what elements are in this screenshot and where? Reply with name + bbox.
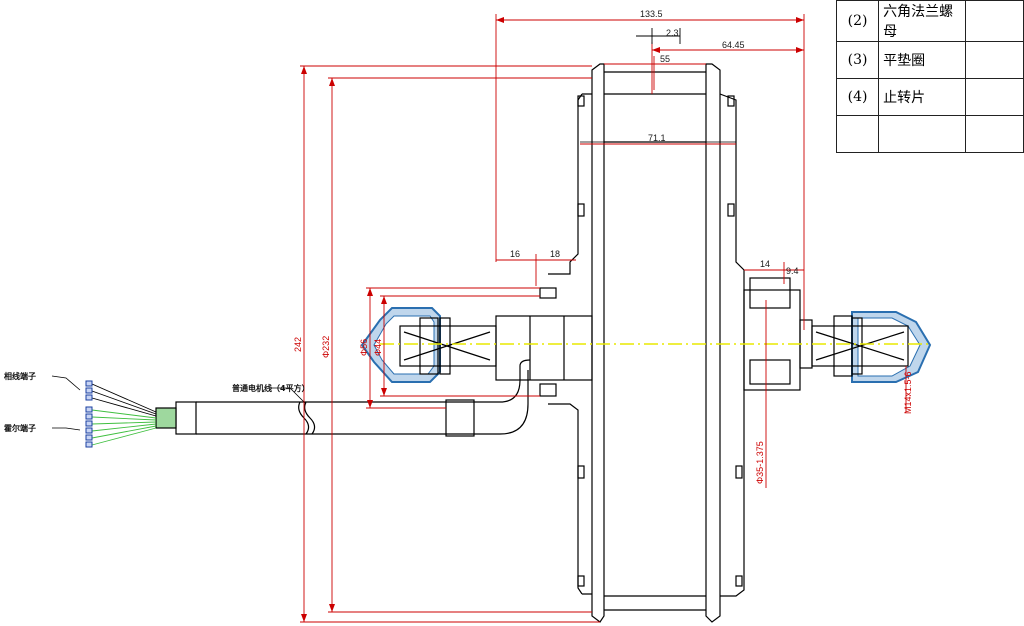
motor-body (445, 63, 813, 623)
table-row: (3) 平垫圈 (835, 41, 1024, 79)
dimension-arrows (301, 17, 804, 622)
dim-hub-width: 71.1 (648, 133, 666, 143)
dim-shaft-left-b: 18 (550, 249, 560, 259)
dim-rim-width: 55 (660, 54, 670, 64)
dim-axle-diameter: Φ44 (373, 339, 383, 356)
part-number: (2) (835, 0, 880, 42)
label-cable: 普通电机线（4平方） (232, 383, 310, 393)
dimension-lines (300, 14, 907, 623)
part-name: 六角法兰螺母 (878, 0, 967, 42)
terminal-leaders (51, 375, 307, 431)
table-row: (4) 止转片 (835, 78, 1024, 116)
dim-rim-diameter: Φ232 (321, 336, 331, 358)
part-number: (3) (835, 41, 880, 79)
dim-gland-diameter: Φ56 (359, 339, 369, 356)
motor-cable (155, 401, 446, 435)
part-name: 平垫圈 (878, 41, 967, 79)
part-number: (4) (835, 78, 880, 116)
table-row: (2) 六角法兰螺母 (835, 0, 1024, 42)
part-extra (965, 115, 1024, 153)
terminal-pins (85, 380, 93, 448)
right-axle (811, 311, 932, 383)
hall-wires (91, 409, 157, 446)
phase-wires (91, 383, 157, 417)
label-hall-terminal: 霍尔端子 (4, 423, 36, 433)
dim-offset: 2.3 (666, 28, 679, 38)
part-number (835, 115, 880, 153)
dim-thread: M14x1.5-6 (903, 371, 913, 414)
part-extra (965, 0, 1024, 42)
part-name: 止转片 (878, 78, 967, 116)
parts-table: (2) 六角法兰螺母 (3) 平垫圈 (4) 止转片 (835, 0, 1024, 153)
dim-shaft-right-b: 9.4 (786, 266, 799, 276)
dim-right-half: 64.45 (722, 40, 745, 50)
offset-marker (636, 28, 681, 44)
label-phase-terminal: 相线端子 (4, 371, 36, 381)
dim-bearing-diameter: Φ35-1.375 (755, 441, 765, 484)
table-row (835, 115, 1024, 153)
part-extra (965, 41, 1024, 79)
dim-shaft-right-a: 14 (760, 259, 770, 269)
dim-total-width: 133.5 (640, 9, 663, 19)
part-extra (965, 78, 1024, 116)
dim-shaft-left-a: 16 (510, 249, 520, 259)
dim-outer-diameter: 242 (293, 337, 303, 352)
part-name (878, 115, 967, 153)
left-axle (360, 307, 497, 383)
